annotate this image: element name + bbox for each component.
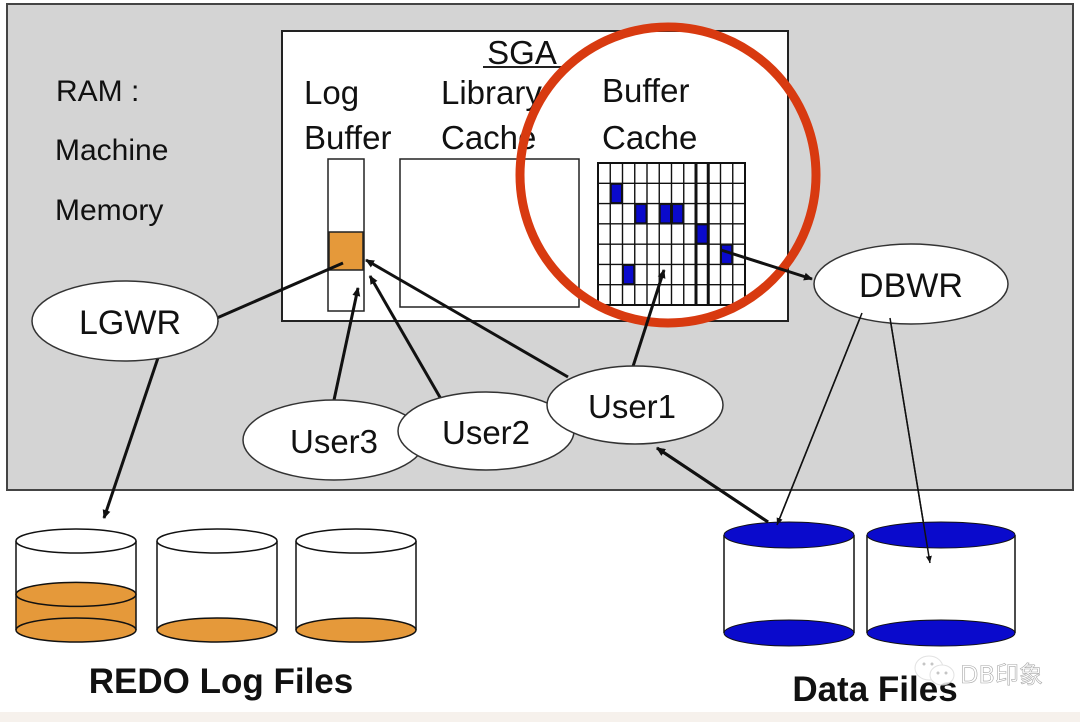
data-files (723, 521, 1016, 647)
arrow-user3-to-logbuffer (332, 287, 361, 401)
library-cache-label-line1: Library (441, 74, 542, 111)
watermark-text: DB印象 (960, 661, 1043, 689)
redo-log-files (15, 528, 417, 643)
cylinder-bottom (15, 617, 137, 643)
redo-log-file (295, 528, 417, 643)
redo-log-files-caption: REDO Log Files (89, 662, 353, 701)
arrow-user2-to-logbuffer (368, 275, 447, 407)
data-file (723, 521, 855, 647)
bottom-strip (0, 712, 1080, 722)
cylinder-top (15, 528, 137, 554)
arrow-user1-to-logbuffer (365, 258, 569, 379)
cylinder-body (724, 535, 854, 633)
cylinder-top (295, 528, 417, 554)
dirty-buffer-block (696, 224, 708, 244)
log-buffer-label-line1: Log (304, 74, 359, 111)
dbwr-process: DBWR (813, 243, 1009, 325)
arrow-dbwr-to-datafile1 (776, 312, 863, 526)
sga-title: SGA (487, 34, 557, 71)
data-file (866, 521, 1016, 647)
cylinder-body (296, 541, 416, 630)
cylinder-bottom (723, 619, 855, 647)
arrow-datafile-to-user1 (656, 446, 769, 524)
arrow-logbuffer-to-lgwr (209, 261, 344, 323)
dirty-buffer-block (623, 264, 635, 285)
ram-label-line3: Memory (55, 194, 163, 227)
user1-label: User1 (588, 388, 676, 425)
dirty-buffer-block (635, 204, 647, 224)
library-cache (399, 158, 580, 308)
user2-label: User2 (442, 414, 530, 451)
arrow-lgwr-to-redo (102, 342, 165, 519)
cylinder-body (157, 541, 277, 630)
ram-label-line2: Machine (55, 134, 168, 167)
dirty-buffer-block (672, 204, 684, 224)
user3-process: User3 (242, 399, 426, 481)
cylinder-bottom (156, 617, 278, 643)
user1-process: User1 (546, 365, 724, 445)
watermark: DB印象 (914, 655, 1043, 689)
buffer-cache-label-line2: Cache (602, 119, 697, 156)
lgwr-label: LGWR (79, 304, 181, 342)
cylinder-top (723, 521, 855, 549)
redo-log-file (15, 528, 137, 643)
buffer-cache-label-line1: Buffer (602, 72, 689, 109)
cylinder-bottom (866, 619, 1016, 647)
arrow-dbwr-to-datafile2 (889, 317, 932, 564)
cylinder-top (866, 521, 1016, 549)
wechat-icon (914, 655, 955, 686)
user2-process: User2 (397, 391, 575, 471)
cylinder-bottom (295, 617, 417, 643)
dirty-buffer-block (659, 204, 671, 224)
log-buffer-label-line2: Buffer (304, 119, 391, 156)
cylinder-body (867, 535, 1015, 633)
arrow-user1-to-buffercache (626, 269, 666, 383)
buffer-cache-highlight-circle (515, 22, 821, 328)
redo-fill-top (15, 581, 137, 608)
user3-label: User3 (290, 423, 378, 460)
arrow-buffercache-to-dbwr (720, 248, 813, 281)
buffer-cache-grid (597, 162, 746, 306)
log-buffer-filled-region (328, 231, 364, 271)
ram-label-line1: RAM : (56, 75, 139, 108)
lgwr-process: LGWR (31, 280, 219, 362)
cylinder-top (156, 528, 278, 554)
dbwr-label: DBWR (859, 267, 963, 305)
dirty-buffer-block (610, 183, 622, 204)
redo-log-file (156, 528, 278, 643)
